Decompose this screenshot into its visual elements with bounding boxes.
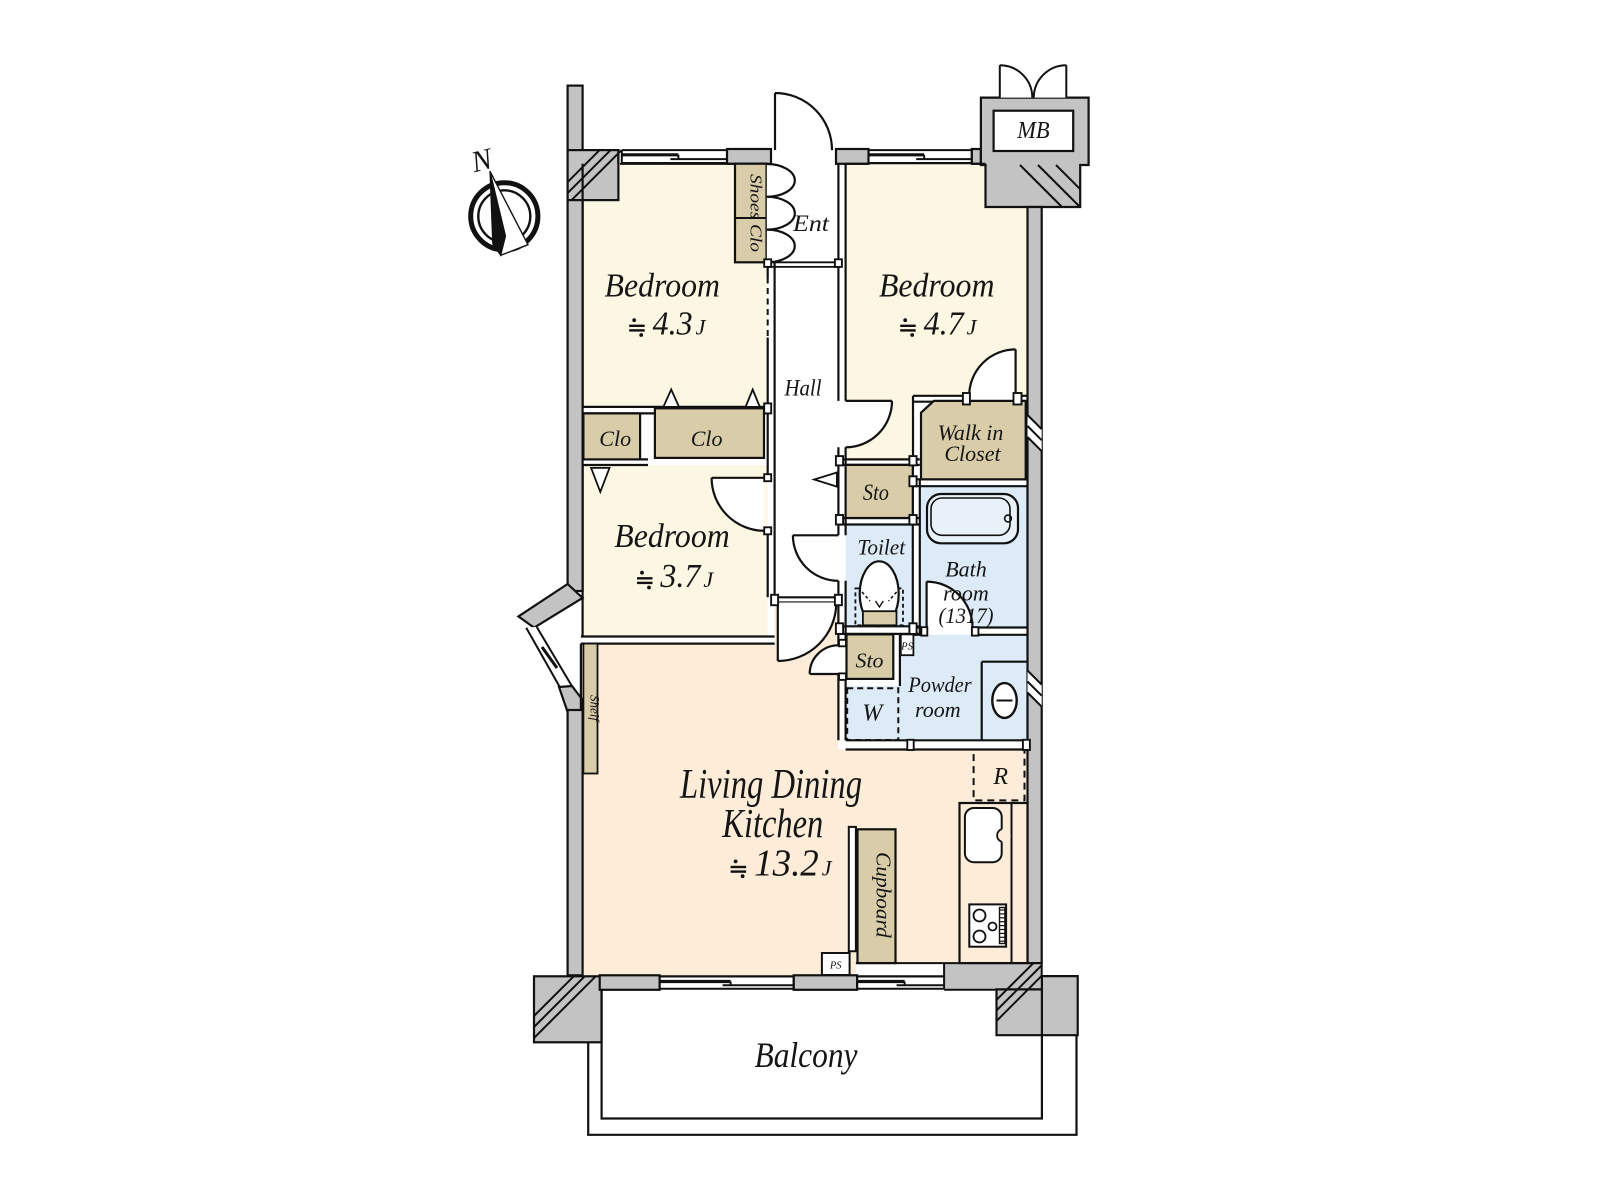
svg-text:Shelf: Shelf <box>587 695 602 723</box>
svg-text:room: room <box>943 581 989 606</box>
svg-text:Clo: Clo <box>599 426 631 451</box>
svg-text:Sto: Sto <box>856 648 884 672</box>
svg-text:Bedroom: Bedroom <box>605 267 721 304</box>
svg-text:Bedroom: Bedroom <box>614 518 730 555</box>
svg-text:Powder: Powder <box>907 672 972 697</box>
svg-text:3.7: 3.7 <box>659 558 702 595</box>
svg-text:MB: MB <box>1016 118 1050 144</box>
svg-text:Balcony: Balcony <box>755 1035 858 1075</box>
svg-text:Walk in: Walk in <box>938 420 1004 445</box>
svg-text:4.3: 4.3 <box>653 305 693 342</box>
svg-text:Bedroom: Bedroom <box>879 267 995 304</box>
svg-text:13.2: 13.2 <box>754 843 819 885</box>
svg-text:J: J <box>696 314 707 339</box>
svg-text:PS: PS <box>900 642 913 653</box>
svg-text:J: J <box>967 314 978 339</box>
svg-text:Bath: Bath <box>945 557 987 582</box>
svg-text:room: room <box>915 697 961 722</box>
svg-text:Closet: Closet <box>944 441 1001 466</box>
svg-text:Toilet: Toilet <box>857 535 906 560</box>
svg-text:N: N <box>467 142 497 180</box>
svg-text:Shoes Clo: Shoes Clo <box>747 174 766 252</box>
svg-text:Clo: Clo <box>691 426 723 451</box>
svg-text:R: R <box>992 764 1008 790</box>
svg-text:4.7: 4.7 <box>924 305 966 342</box>
svg-text:Living Dining: Living Dining <box>679 762 862 808</box>
svg-text:(1317): (1317) <box>939 603 994 628</box>
svg-text:Hall: Hall <box>784 376 822 402</box>
svg-text:Kitchen: Kitchen <box>722 800 824 846</box>
svg-text:W: W <box>862 701 884 727</box>
svg-text:J: J <box>822 856 833 881</box>
svg-text:Ent: Ent <box>792 211 830 237</box>
svg-text:Sto: Sto <box>863 480 889 505</box>
svg-text:PS: PS <box>829 961 842 972</box>
svg-text:Cupboard: Cupboard <box>872 852 896 938</box>
svg-text:J: J <box>703 567 714 592</box>
